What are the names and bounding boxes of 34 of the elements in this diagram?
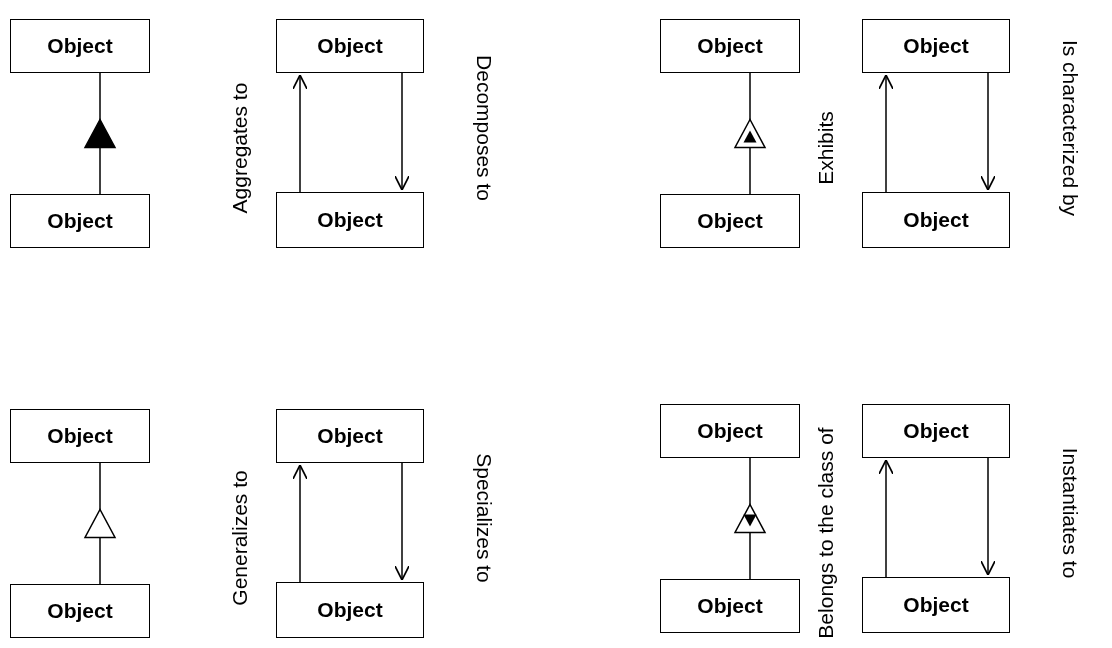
edge-label: Is characterized by [1058,39,1082,217]
edge-label: Instantiates to [1058,447,1082,579]
arrow [878,74,894,193]
object-box: Object [862,19,1010,73]
object-box: Object [660,579,800,633]
edge-label: Specializes to [472,453,496,583]
object-box: Object [276,409,424,463]
edge-label: Aggregates to [228,82,252,214]
object-box: Object [660,404,800,458]
edge-label: Exhibits [814,111,838,185]
edge-label: Decomposes to [472,55,496,201]
arrow [394,72,410,191]
arrow [292,464,308,583]
object-box: Object [276,192,424,248]
structural-link [83,72,117,195]
object-box: Object [10,409,150,463]
arrow [292,74,308,193]
arrow [394,462,410,581]
arrow [878,459,894,578]
object-box: Object [862,192,1010,248]
structural-link [83,462,117,585]
object-box: Object [276,19,424,73]
object-box: Object [10,584,150,638]
object-box: Object [276,582,424,638]
edge-label: Belongs to the class of [814,427,838,639]
object-box: Object [660,19,800,73]
object-box: Object [660,194,800,248]
edge-label: Generalizes to [228,470,252,606]
object-box: Object [10,194,150,248]
object-box: Object [10,19,150,73]
object-box: Object [862,404,1010,458]
arrow [980,457,996,576]
object-box: Object [862,577,1010,633]
arrow [980,72,996,191]
